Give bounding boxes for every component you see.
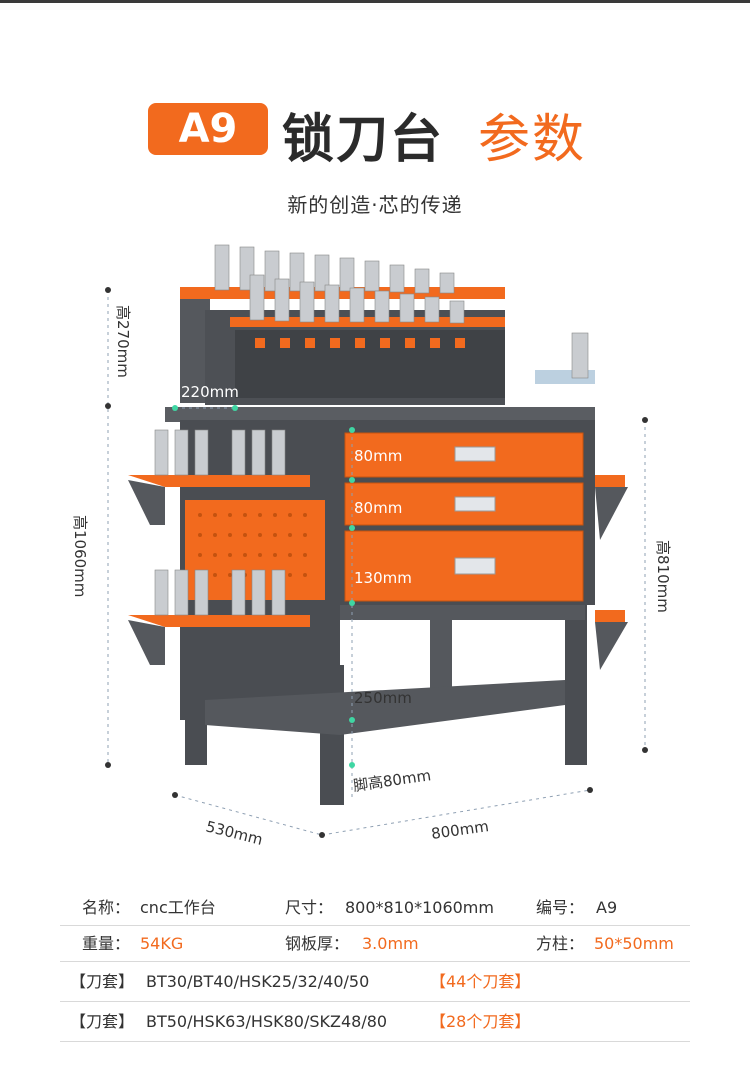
holder-models: BT30/BT40/HSK25/32/40/50 (146, 972, 370, 991)
holder-count: 【44个刀套】 (430, 972, 531, 991)
dim-drawer-1: 80mm (354, 447, 402, 465)
height-guides (107, 290, 646, 765)
dim-top-height: 高270mm (114, 305, 132, 378)
holder-models: BT50/HSK63/HSK80/SKZ48/80 (146, 1012, 388, 1031)
name-label: 名称： (82, 898, 131, 917)
dim-under-space: 250mm (354, 689, 412, 707)
dim-total-height: 高1060mm (71, 515, 89, 597)
holder-count: 【28个刀套】 (430, 1012, 531, 1031)
spec-row: 名称： cnc工作台 尺寸： 800*810*1060mm 编号： A9 (60, 890, 690, 926)
holder-tag: 【刀套】 (70, 1012, 135, 1031)
left-tool-holders (154, 429, 286, 616)
name-value: cnc工作台 (140, 898, 216, 917)
spec-row: 【刀套】 BT30/BT40/HSK25/32/40/50 【44个刀套】 (60, 962, 690, 1002)
top-tool-holders (214, 244, 465, 324)
spec-row: 【刀套】 BT50/HSK63/HSK80/SKZ48/80 【28个刀套】 (60, 1002, 690, 1042)
dim-shelf-width: 220mm (181, 383, 239, 401)
dim-depth: 530mm (204, 817, 264, 848)
page-title: A9 锁刀台 参数 (0, 95, 750, 170)
top-rule (0, 0, 750, 3)
spec-row: 重量： 54KG 钢板厚： 3.0mm 方柱： 50*50mm (60, 926, 690, 962)
dim-cabinet-height: 高810mm (654, 540, 672, 613)
dim-foot-height: 脚高80mm (352, 766, 432, 795)
title-accent: 参数 (478, 110, 587, 170)
size-label: 尺寸： (285, 898, 334, 917)
holder-tag: 【刀套】 (70, 972, 135, 991)
model-badge: A9 (148, 103, 268, 155)
dim-width: 800mm (430, 817, 490, 843)
dim-drawer-2: 80mm (354, 499, 402, 517)
title-main: 锁刀台 (282, 110, 445, 170)
workbench-illustration: 高270mm 220mm 高1060mm 80mm 80mm 130mm 高81… (71, 244, 672, 849)
spec-table: 名称： cnc工作台 尺寸： 800*810*1060mm 编号： A9 重量：… (60, 890, 690, 1042)
post-label: 方柱： (536, 934, 585, 953)
top-hanging-collets (255, 338, 465, 348)
code-label: 编号： (536, 898, 585, 917)
post-value: 50*50mm (594, 934, 674, 953)
size-value: 800*810*1060mm (345, 898, 494, 917)
plate-label: 钢板厚： (285, 934, 350, 953)
plate-value: 3.0mm (362, 934, 419, 953)
code-value: A9 (596, 898, 618, 917)
weight-value: 54KG (140, 934, 184, 953)
subtitle: 新的创造·芯的传递 (287, 193, 463, 217)
dim-drawer-3: 130mm (354, 569, 412, 587)
weight-label: 重量： (82, 934, 131, 953)
